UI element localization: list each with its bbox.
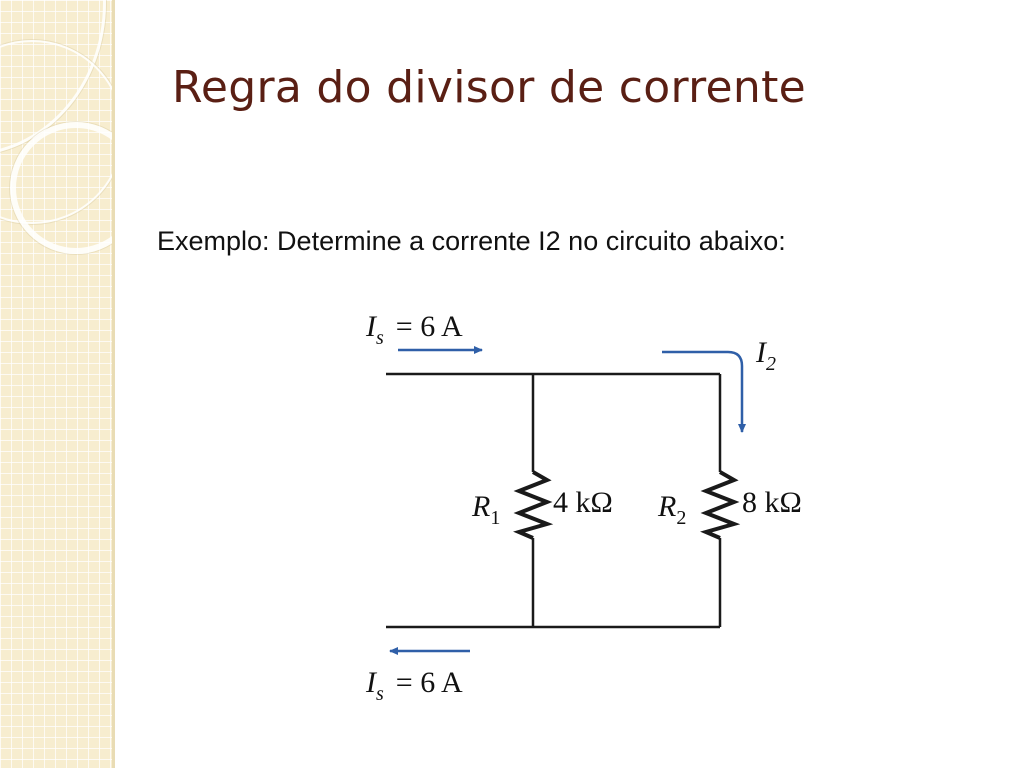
branch-current-arrow xyxy=(662,350,746,433)
source-current-bottom-label: Is= 6 A xyxy=(365,666,463,705)
resistor-r2-symbol xyxy=(700,470,741,540)
circuit-wires xyxy=(386,372,722,629)
resistor-r1-symbol xyxy=(513,470,554,540)
resistor-r2-value-label: 8 kΩ xyxy=(742,486,802,519)
resistor-r2-name-label: R2 xyxy=(657,490,686,529)
source-current-top-label: Is= 6 A xyxy=(365,310,463,349)
resistor-r1-value-label: 4 kΩ xyxy=(553,486,613,519)
circuit-diagram: Is= 6 A Is= 6 A I2 R1 4 kΩ R2 8 kΩ xyxy=(365,310,802,705)
decorative-sidebar xyxy=(0,0,112,768)
sidebar-edge xyxy=(112,0,115,768)
branch-current-label: I2 xyxy=(755,336,776,375)
decorative-ring xyxy=(10,122,112,254)
example-question: Exemplo: Determine a corrente I2 no circ… xyxy=(157,226,786,256)
resistor-r1-name-label: R1 xyxy=(471,490,500,529)
slide-title: Regra do divisor de corrente xyxy=(172,62,807,113)
